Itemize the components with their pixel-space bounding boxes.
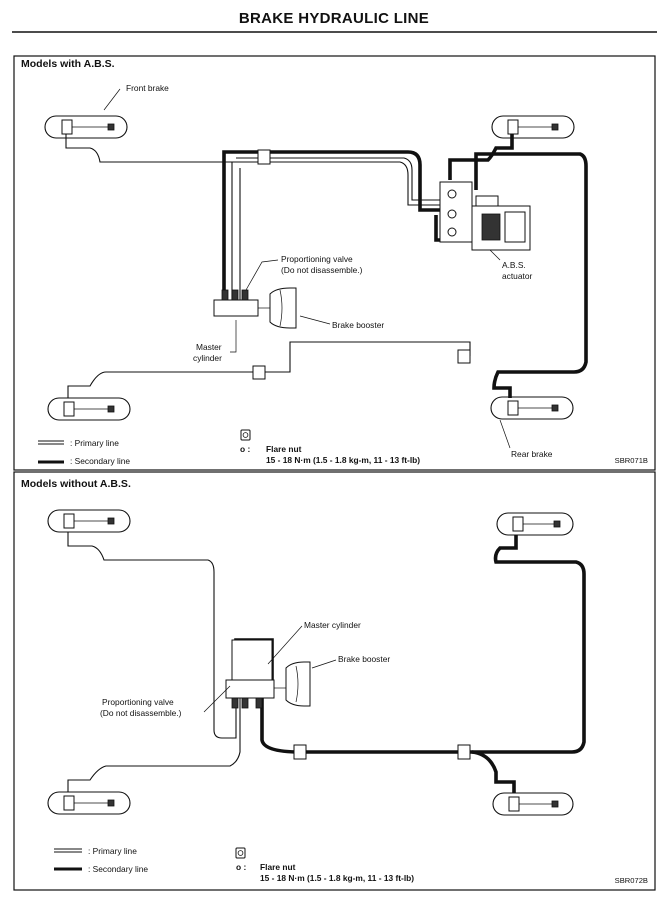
abs-legend-primary: : Primary line xyxy=(70,438,119,448)
nonabs-rear-left-wheel xyxy=(47,791,131,815)
abs-panel-frame xyxy=(13,55,656,471)
nonabs-panel-frame xyxy=(13,471,656,891)
nonabs-proportioning-valve-label: Proportioning valve xyxy=(102,697,174,707)
page-title: BRAKE HYDRAULIC LINE xyxy=(239,10,429,27)
abs-actuator xyxy=(439,181,531,261)
nonabs-proportioning-valve-note: (Do not disassemble.) xyxy=(100,708,182,718)
abs-figure-code: SBR071B xyxy=(615,456,648,465)
flare-nut-icon xyxy=(240,429,251,441)
front-brake-leader xyxy=(103,88,121,111)
abs-flare-nut-spec: 15 - 18 N·m (1.5 - 1.8 kg-m, 11 - 13 ft-… xyxy=(266,455,420,465)
nonabs-master-cylinder xyxy=(225,639,286,709)
nonabs-master-cylinder-leader xyxy=(267,625,303,665)
front-right-wheel xyxy=(491,115,575,139)
abs-flare-nut-symbol: o : xyxy=(240,444,250,454)
nonabs-proportioning-valve-leader xyxy=(203,685,231,713)
nonabs-flare-nut-spec: 15 - 18 N·m (1.5 - 1.8 kg-m, 11 - 13 ft-… xyxy=(260,873,414,883)
nonabs-brake-booster-label: Brake booster xyxy=(338,654,390,664)
nonabs-legend: : Primary line : Secondary line xyxy=(54,846,148,874)
nonabs-legend-secondary: : Secondary line xyxy=(88,864,148,874)
abs-joint-front-tee xyxy=(257,149,271,165)
nonabs-brake-booster xyxy=(285,661,311,707)
nonabs-flare-nut-note: o : Flare nut 15 - 18 N·m (1.5 - 1.8 kg-… xyxy=(235,847,414,883)
abs-joint-rear-left xyxy=(252,365,266,380)
nonabs-panel-heading: Models without A.B.S. xyxy=(21,478,131,490)
abs-legend: : Primary line : Secondary line xyxy=(38,438,130,466)
nonabs-joint-left xyxy=(293,744,307,760)
abs-primary-lines xyxy=(65,134,471,398)
nonabs-front-left-wheel xyxy=(47,509,131,533)
abs-brake-booster-label: Brake booster xyxy=(332,320,384,330)
nonabs-master-cylinder-label: Master cylinder xyxy=(304,620,361,630)
abs-secondary-lines xyxy=(222,134,588,398)
nonabs-legend-primary: : Primary line xyxy=(88,846,137,856)
nonabs-front-right-wheel xyxy=(496,512,574,536)
abs-panel: Models with A.B.S. xyxy=(13,55,656,471)
abs-brake-booster xyxy=(269,287,297,329)
rear-brake-leader xyxy=(499,419,511,449)
abs-proportioning-valve-note: (Do not disassemble.) xyxy=(281,265,363,275)
nonabs-flare-nut-icon xyxy=(235,847,246,859)
rear-right-wheel xyxy=(490,396,574,420)
abs-master-cylinder-label: Master xyxy=(196,342,222,352)
nonabs-brake-booster-leader xyxy=(311,659,337,669)
abs-joint-rear-right xyxy=(457,349,471,364)
abs-brake-booster-leader xyxy=(299,315,331,325)
abs-proportioning-valve-leader xyxy=(245,259,279,291)
nonabs-secondary-lines xyxy=(234,535,586,793)
abs-legend-secondary: : Secondary line xyxy=(70,456,130,466)
nonabs-rear-right-wheel xyxy=(492,792,574,816)
abs-flare-nut-label: Flare nut xyxy=(266,444,302,454)
nonabs-figure-code: SBR072B xyxy=(615,876,648,885)
nonabs-primary-lines xyxy=(67,532,241,792)
abs-actuator-label: A.B.S. xyxy=(502,260,526,270)
front-left-wheel xyxy=(44,115,128,139)
abs-panel-heading: Models with A.B.S. xyxy=(21,58,115,70)
abs-flare-nut-note: o : Flare nut 15 - 18 N·m (1.5 - 1.8 kg-… xyxy=(240,429,420,465)
rear-left-wheel xyxy=(47,397,131,421)
abs-proportioning-valve-label: Proportioning valve xyxy=(281,254,353,264)
abs-actuator-label-2: actuator xyxy=(502,271,532,281)
nonabs-joint-right xyxy=(457,744,471,760)
nonabs-panel: Models without A.B.S. xyxy=(13,471,656,891)
front-brake-label: Front brake xyxy=(126,83,169,93)
abs-master-cylinder-label-2: cylinder xyxy=(193,353,222,363)
rear-brake-label: Rear brake xyxy=(511,449,553,459)
abs-master-cylinder-leader xyxy=(230,320,237,353)
abs-master-cylinder xyxy=(213,289,270,317)
nonabs-flare-nut-label: Flare nut xyxy=(260,862,296,872)
nonabs-flare-nut-symbol: o : xyxy=(236,862,246,872)
